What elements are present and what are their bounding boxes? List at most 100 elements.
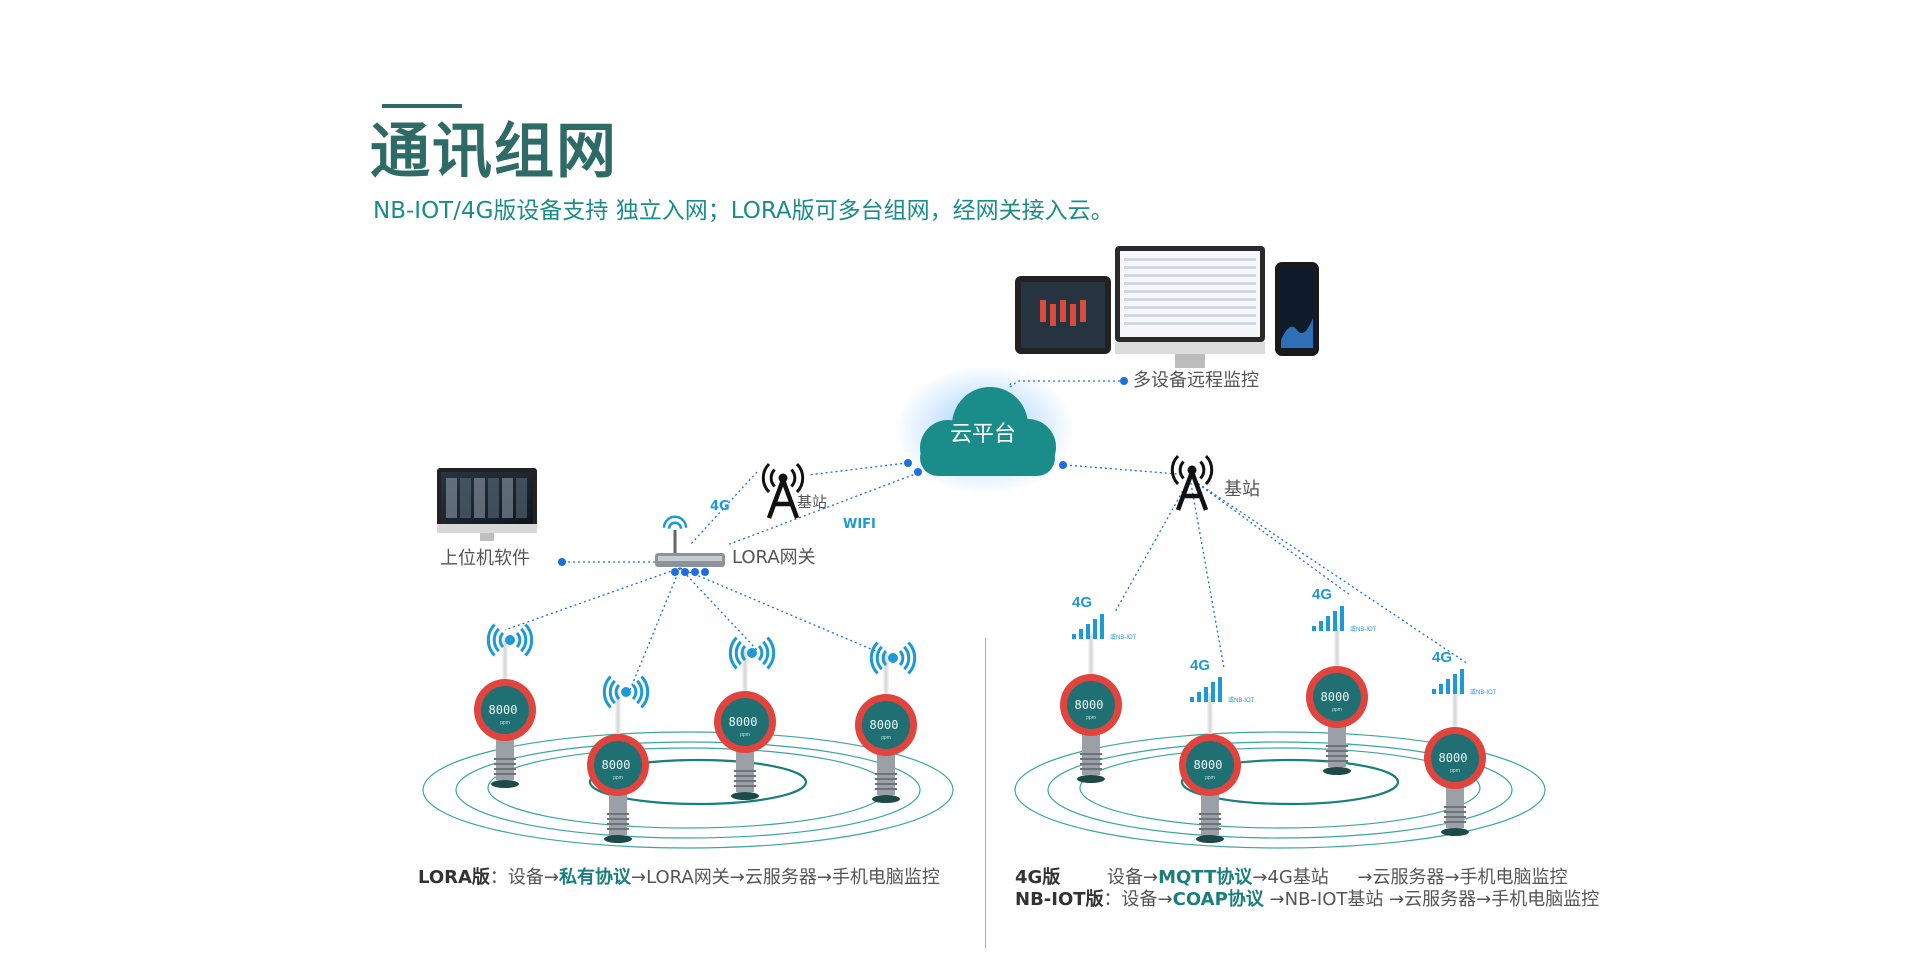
cloud-icon <box>920 387 1056 476</box>
page-subtitle: NB-IOT/4G版设备支持 独立入网；LORA版可多台组网，经网关接入云。 <box>373 198 1114 224</box>
device-thread <box>875 773 897 775</box>
host-stand <box>480 533 494 541</box>
signal-bar <box>1197 692 1201 702</box>
host-computer-icon <box>437 468 537 541</box>
lora-signal-icon-2 <box>602 675 650 709</box>
device-thread <box>1326 750 1348 752</box>
multi-device-label: 多设备远程监控 <box>1133 370 1259 391</box>
desktop-row <box>1124 266 1256 269</box>
wifi-wave-right <box>907 641 917 675</box>
device-thread <box>734 770 756 772</box>
signal-bar <box>1333 611 1337 631</box>
device-reading: 8000 <box>1321 690 1350 704</box>
link-tower-device-1 <box>1114 477 1191 613</box>
wifi-wave-right <box>524 623 534 657</box>
desktop-row <box>1124 290 1256 293</box>
protocol-4g-highlight: MQTT协议 <box>1158 867 1253 888</box>
link-gateway-device-2 <box>629 567 681 691</box>
tablet-chart-bar <box>1070 304 1076 326</box>
protocol-4g: 4G版设备→MQTT协议→4G基站 →云服务器→手机电脑监控 <box>1015 869 1568 887</box>
device-thread <box>1326 755 1348 757</box>
protocol-nbiot-highlight: COAP协议 <box>1172 889 1264 910</box>
link-cloud-tower-left <box>807 462 908 476</box>
tower-legs <box>766 479 800 519</box>
device-thread <box>607 813 629 815</box>
device-face <box>481 686 529 734</box>
device-thread <box>607 818 629 820</box>
device-thread <box>1199 828 1221 830</box>
wifi-wave-right <box>520 627 528 653</box>
signal-4g-text: 4G <box>1190 657 1210 674</box>
desktop-row <box>1124 314 1256 317</box>
signal-bar <box>1326 616 1330 631</box>
protocol-nbiot-post: →NB-IOT基站 →云服务器→手机电脑监控 <box>1263 889 1600 910</box>
signal-sub-text: 或NB-IOT <box>1470 688 1497 696</box>
tablet-chart-bar <box>1060 300 1066 322</box>
tower-wave-right <box>1199 460 1206 480</box>
signal-bar <box>1190 697 1194 702</box>
signal-sub-text: 或NB-IOT <box>1110 633 1137 641</box>
wifi-wave-left <box>740 644 747 662</box>
tower-left-label: 基站 <box>797 493 828 511</box>
tower-wave-left <box>769 468 776 488</box>
device-reading: 8000 <box>1075 698 1104 712</box>
link-gateway-device-4 <box>679 567 886 656</box>
device-shadow <box>1441 828 1469 836</box>
tower-wave-right <box>1204 454 1214 486</box>
tower-wave-left <box>1170 454 1180 486</box>
gateway-top <box>658 556 722 561</box>
tower-wave-right <box>790 468 797 488</box>
device-reading: 8000 <box>1439 751 1468 765</box>
nb-device-1: 8000 ppm <box>1060 632 1122 783</box>
wifi-wave-left <box>728 636 738 670</box>
monitoring-devices-icon <box>1015 246 1319 368</box>
wifi-wave-right <box>762 640 770 666</box>
device-unit: ppm <box>1086 715 1096 721</box>
device-thread <box>875 778 897 780</box>
signal-4g-icon-1: 4G 或NB-IOT <box>1072 594 1137 641</box>
signal-bar <box>1446 679 1450 694</box>
device-face <box>721 698 769 746</box>
desktop-row <box>1124 282 1256 285</box>
host-screen-panel <box>474 478 485 518</box>
host-screen-panel <box>446 478 457 518</box>
link-gateway-device-3 <box>679 567 758 651</box>
wifi-wave-left <box>734 640 742 666</box>
wifi-wave-left <box>614 683 621 701</box>
wifi-dot <box>505 635 515 645</box>
device-unit: ppm <box>1205 775 1215 781</box>
device-face <box>1431 734 1479 782</box>
wifi-wave-right <box>898 649 905 667</box>
device-reading: 8000 <box>729 715 758 729</box>
gateway-port-dot <box>691 568 699 576</box>
protocol-4g-post: →4G基站 →云服务器→手机电脑监控 <box>1252 867 1568 888</box>
device-thread <box>494 758 516 760</box>
section-divider <box>985 638 986 948</box>
device-thread <box>494 763 516 765</box>
device-thread <box>1444 816 1466 818</box>
device-shadow <box>1323 767 1351 775</box>
link-tower-device-3 <box>1189 477 1351 596</box>
host-screen-panel <box>502 478 513 518</box>
signal-bar <box>1453 674 1457 694</box>
wifi-wave-right <box>631 683 638 701</box>
right-ring-core <box>1180 758 1400 806</box>
device-thread <box>734 775 756 777</box>
device-thread <box>494 773 516 775</box>
device-thread <box>1080 768 1102 770</box>
device-thread <box>1444 821 1466 823</box>
wifi-wave-left <box>608 679 616 705</box>
dot-monitor <box>1120 377 1128 385</box>
device-thread <box>1080 758 1102 760</box>
device-thread <box>734 780 756 782</box>
signal-4g-text: 4G <box>1072 594 1092 611</box>
wifi-wave-left <box>869 641 879 675</box>
wifi-wave-right <box>766 636 776 670</box>
signal-bar <box>1211 682 1215 702</box>
